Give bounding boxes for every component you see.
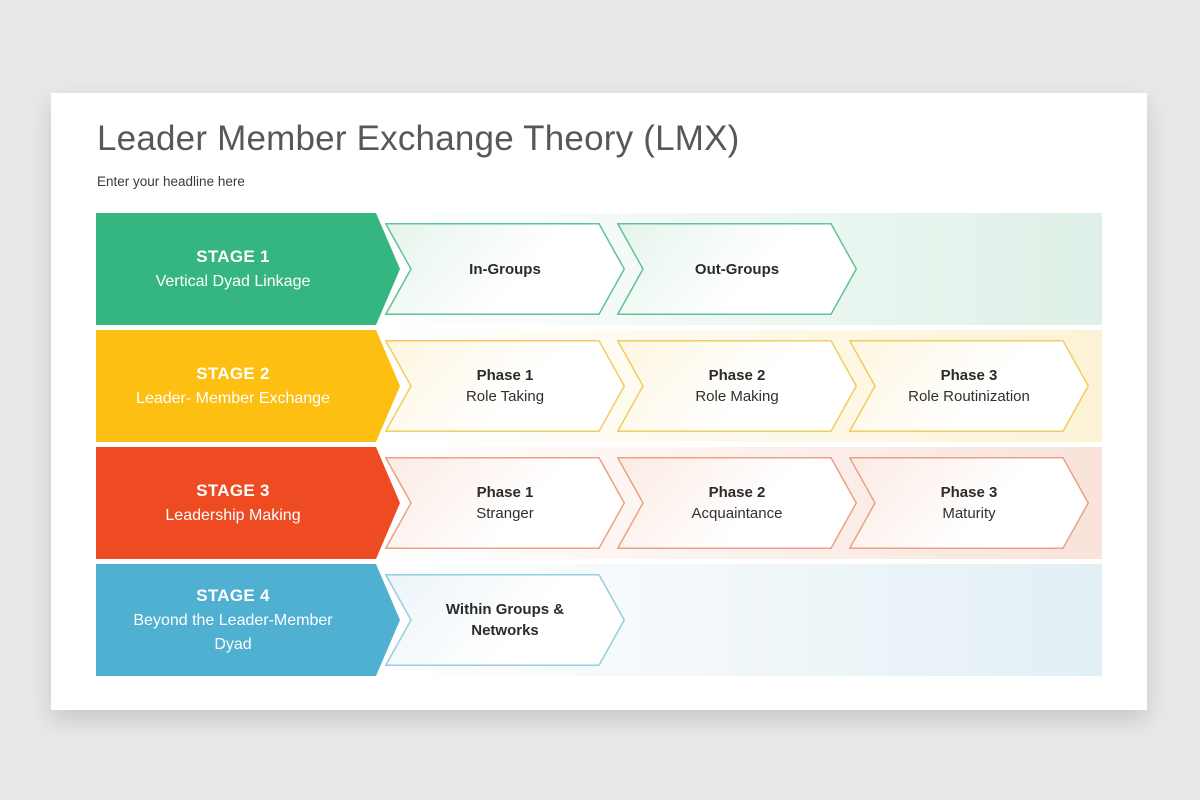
chevron-item: Phase 3 Role Routinization	[849, 340, 1089, 432]
stage-subtitle: Beyond the Leader-Member Dyad	[133, 612, 333, 653]
stage-block-3: STAGE 3 Leadership Making	[96, 447, 400, 559]
chevron-shape	[385, 457, 625, 549]
chevron-title: In-Groups	[469, 260, 541, 278]
chevron-item: Out-Groups	[617, 223, 857, 315]
chevron-item: Within Groups & Networks	[385, 574, 625, 666]
chevron-title: Phase 1	[476, 367, 534, 384]
page-title: Leader Member Exchange Theory (LMX)	[97, 119, 740, 158]
chevron-title: Phase 3	[940, 367, 998, 384]
chevron-title: Phase 2	[708, 484, 766, 501]
stage-title: STAGE 1	[196, 247, 270, 266]
chevron-item: In-Groups	[385, 223, 625, 315]
chevron-label: Within Groups & Networks	[385, 574, 625, 666]
chevron-item: Phase 3 Maturity	[849, 457, 1089, 549]
chevron-label: Phase 1 Stranger	[385, 457, 625, 549]
stage-block-4: STAGE 4 Beyond the Leader-Member Dyad	[96, 564, 400, 676]
page-subtitle: Enter your headline here	[97, 174, 245, 189]
chevron-shape	[385, 223, 625, 315]
stage-row-4: Within Groups & Networks STAGE 4 Beyond th…	[96, 564, 1102, 676]
stage-block-1: STAGE 1 Vertical Dyad Linkage	[96, 213, 400, 325]
chevron-shape	[617, 457, 857, 549]
stage-subtitle: Vertical Dyad Linkage	[155, 273, 311, 290]
chevron-shape	[849, 340, 1089, 432]
stages-list: In-Groups Out-Groups STAGE 1 Vertical Dyad …	[96, 213, 1102, 681]
stage-title: STAGE 4	[196, 586, 270, 605]
chevron-label: In-Groups	[385, 223, 625, 315]
chevron-label: Phase 1 Role Taking	[385, 340, 625, 432]
chevron-label: Out-Groups	[617, 223, 857, 315]
chevron-label: Phase 2 Acquaintance	[617, 457, 857, 549]
chevron-subtitle: Maturity	[942, 505, 996, 522]
stage-block-2: STAGE 2 Leader- Member Exchange	[96, 330, 400, 442]
chevron-subtitle: Stranger	[476, 505, 534, 522]
chevron-shape	[385, 574, 625, 666]
chevron-title: Phase 2	[708, 367, 766, 384]
chevron-item: Phase 1 Stranger	[385, 457, 625, 549]
chevron-item: Phase 1 Role Taking	[385, 340, 625, 432]
chevron-item: Phase 2 Role Making	[617, 340, 857, 432]
chevron-shape	[617, 340, 857, 432]
chevron-title: Out-Groups	[694, 260, 780, 278]
slide-card: Leader Member Exchange Theory (LMX) Ente…	[51, 93, 1147, 710]
chevron-subtitle: Role Making	[695, 388, 779, 405]
stage-row-1: In-Groups Out-Groups STAGE 1 Vertical Dyad …	[96, 213, 1102, 325]
chevron-shape	[385, 340, 625, 432]
chevron-item: Phase 2 Acquaintance	[617, 457, 857, 549]
stage-subtitle: Leader- Member Exchange	[136, 390, 330, 407]
chevron-title: Within Groups & Networks	[445, 601, 565, 639]
chevron-subtitle: Acquaintance	[691, 505, 783, 522]
chevron-subtitle: Role Taking	[465, 388, 545, 405]
chevron-label: Phase 3 Maturity	[849, 457, 1089, 549]
stage-title: STAGE 2	[196, 364, 270, 383]
stage-subtitle: Leadership Making	[165, 507, 301, 524]
chevron-shape	[849, 457, 1089, 549]
stage-title: STAGE 3	[196, 481, 270, 500]
chevron-label: Phase 2 Role Making	[617, 340, 857, 432]
chevron-title: Phase 1	[476, 484, 534, 501]
chevron-shape	[617, 223, 857, 315]
chevron-title: Phase 3	[940, 484, 998, 501]
chevron-label: Phase 3 Role Routinization	[849, 340, 1089, 432]
chevron-subtitle: Role Routinization	[908, 388, 1030, 405]
